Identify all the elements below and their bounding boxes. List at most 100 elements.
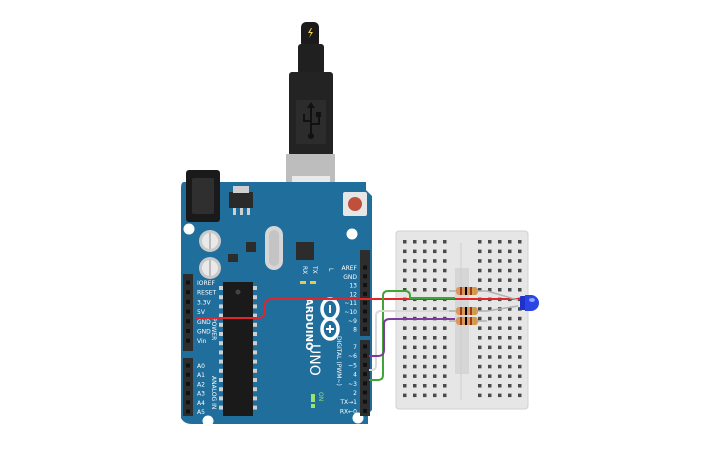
breadboard-hole[interactable]: [488, 307, 492, 311]
breadboard-hole[interactable]: [403, 288, 407, 292]
breadboard-hole[interactable]: [443, 355, 447, 359]
breadboard-hole[interactable]: [403, 345, 407, 350]
breadboard-hole[interactable]: [508, 307, 512, 311]
breadboard-hole[interactable]: [518, 336, 522, 340]
breadboard-hole[interactable]: [498, 355, 502, 359]
breadboard-hole[interactable]: [433, 355, 437, 359]
breadboard-hole[interactable]: [488, 268, 492, 273]
header-pin[interactable]: [186, 338, 190, 343]
breadboard-hole[interactable]: [443, 268, 447, 273]
breadboard-hole[interactable]: [413, 393, 417, 398]
breadboard-hole[interactable]: [413, 268, 417, 273]
breadboard-hole[interactable]: [423, 268, 427, 273]
breadboard-hole[interactable]: [498, 278, 502, 282]
header-pin[interactable]: [363, 344, 367, 349]
breadboard-hole[interactable]: [433, 259, 437, 263]
breadboard-hole[interactable]: [498, 259, 502, 263]
breadboard-hole[interactable]: [518, 326, 522, 330]
breadboard-hole[interactable]: [443, 345, 447, 350]
breadboard-hole[interactable]: [478, 249, 482, 254]
breadboard-hole[interactable]: [478, 278, 482, 282]
breadboard-hole[interactable]: [518, 307, 522, 311]
breadboard-hole[interactable]: [443, 249, 447, 254]
breadboard-hole[interactable]: [443, 393, 447, 398]
breadboard-hole[interactable]: [498, 374, 502, 378]
breadboard-hole[interactable]: [423, 355, 427, 359]
header-pin[interactable]: [186, 381, 190, 386]
breadboard-hole[interactable]: [403, 249, 407, 254]
breadboard-hole[interactable]: [433, 364, 437, 369]
breadboard-hole[interactable]: [423, 288, 427, 292]
breadboard-hole[interactable]: [518, 374, 522, 378]
breadboard-hole[interactable]: [433, 268, 437, 273]
breadboard-hole[interactable]: [413, 307, 417, 311]
breadboard-hole[interactable]: [478, 288, 482, 292]
analog-header[interactable]: [183, 358, 193, 416]
breadboard-hole[interactable]: [433, 345, 437, 350]
breadboard-hole[interactable]: [498, 384, 502, 388]
breadboard-hole[interactable]: [518, 240, 522, 244]
wire-green[interactable]: [369, 290, 455, 381]
breadboard-hole[interactable]: [413, 374, 417, 378]
breadboard-hole[interactable]: [518, 259, 522, 263]
breadboard-hole[interactable]: [443, 326, 447, 330]
breadboard-hole[interactable]: [488, 345, 492, 350]
header-pin[interactable]: [186, 372, 190, 377]
header-pin[interactable]: [186, 363, 190, 368]
breadboard-hole[interactable]: [423, 326, 427, 330]
breadboard-hole[interactable]: [433, 336, 437, 340]
breadboard-hole[interactable]: [443, 384, 447, 388]
breadboard-hole[interactable]: [508, 374, 512, 378]
wire-purple[interactable]: [369, 318, 455, 357]
header-pin[interactable]: [186, 309, 190, 314]
breadboard-hole[interactable]: [518, 268, 522, 273]
breadboard-hole[interactable]: [413, 288, 417, 292]
breadboard-hole[interactable]: [488, 259, 492, 263]
breadboard-hole[interactable]: [423, 278, 427, 282]
breadboard-hole[interactable]: [413, 384, 417, 388]
breadboard-hole[interactable]: [488, 336, 492, 340]
breadboard-hole[interactable]: [508, 345, 512, 350]
breadboard-hole[interactable]: [423, 249, 427, 254]
breadboard-hole[interactable]: [488, 288, 492, 292]
arduino-board[interactable]: RX TX L ARDUINO UNO ON DIGITAL (PWM~): [181, 170, 372, 427]
breadboard-hole[interactable]: [518, 288, 522, 292]
breadboard-hole[interactable]: [413, 364, 417, 369]
breadboard-hole[interactable]: [423, 374, 427, 378]
header-pin[interactable]: [363, 362, 367, 367]
header-pin[interactable]: [363, 381, 367, 386]
breadboard-hole[interactable]: [413, 345, 417, 350]
breadboard-hole[interactable]: [518, 345, 522, 350]
breadboard-hole[interactable]: [403, 355, 407, 359]
breadboard-hole[interactable]: [423, 345, 427, 350]
breadboard-hole[interactable]: [478, 259, 482, 263]
breadboard-hole[interactable]: [508, 240, 512, 244]
breadboard-hole[interactable]: [508, 316, 512, 321]
breadboard-hole[interactable]: [443, 364, 447, 369]
breadboard-hole[interactable]: [498, 345, 502, 350]
breadboard-hole[interactable]: [508, 249, 512, 254]
wire-white[interactable]: [369, 310, 455, 371]
breadboard-hole[interactable]: [433, 384, 437, 388]
header-pin[interactable]: [363, 265, 367, 270]
breadboard-hole[interactable]: [443, 278, 447, 282]
header-pin[interactable]: [363, 309, 367, 314]
breadboard-hole[interactable]: [518, 393, 522, 398]
breadboard-hole[interactable]: [508, 288, 512, 292]
breadboard-hole[interactable]: [478, 374, 482, 378]
breadboard-hole[interactable]: [413, 355, 417, 359]
breadboard-hole[interactable]: [423, 364, 427, 369]
breadboard-hole[interactable]: [488, 316, 492, 321]
breadboard-hole[interactable]: [488, 278, 492, 282]
breadboard-hole[interactable]: [403, 307, 407, 311]
breadboard-hole[interactable]: [478, 307, 482, 311]
breadboard-hole[interactable]: [478, 326, 482, 330]
header-pin[interactable]: [363, 372, 367, 377]
breadboard-hole[interactable]: [413, 240, 417, 244]
breadboard-hole[interactable]: [433, 278, 437, 282]
breadboard-hole[interactable]: [433, 249, 437, 254]
resistor[interactable]: [449, 307, 487, 315]
breadboard-hole[interactable]: [508, 336, 512, 340]
breadboard-hole[interactable]: [498, 393, 502, 398]
